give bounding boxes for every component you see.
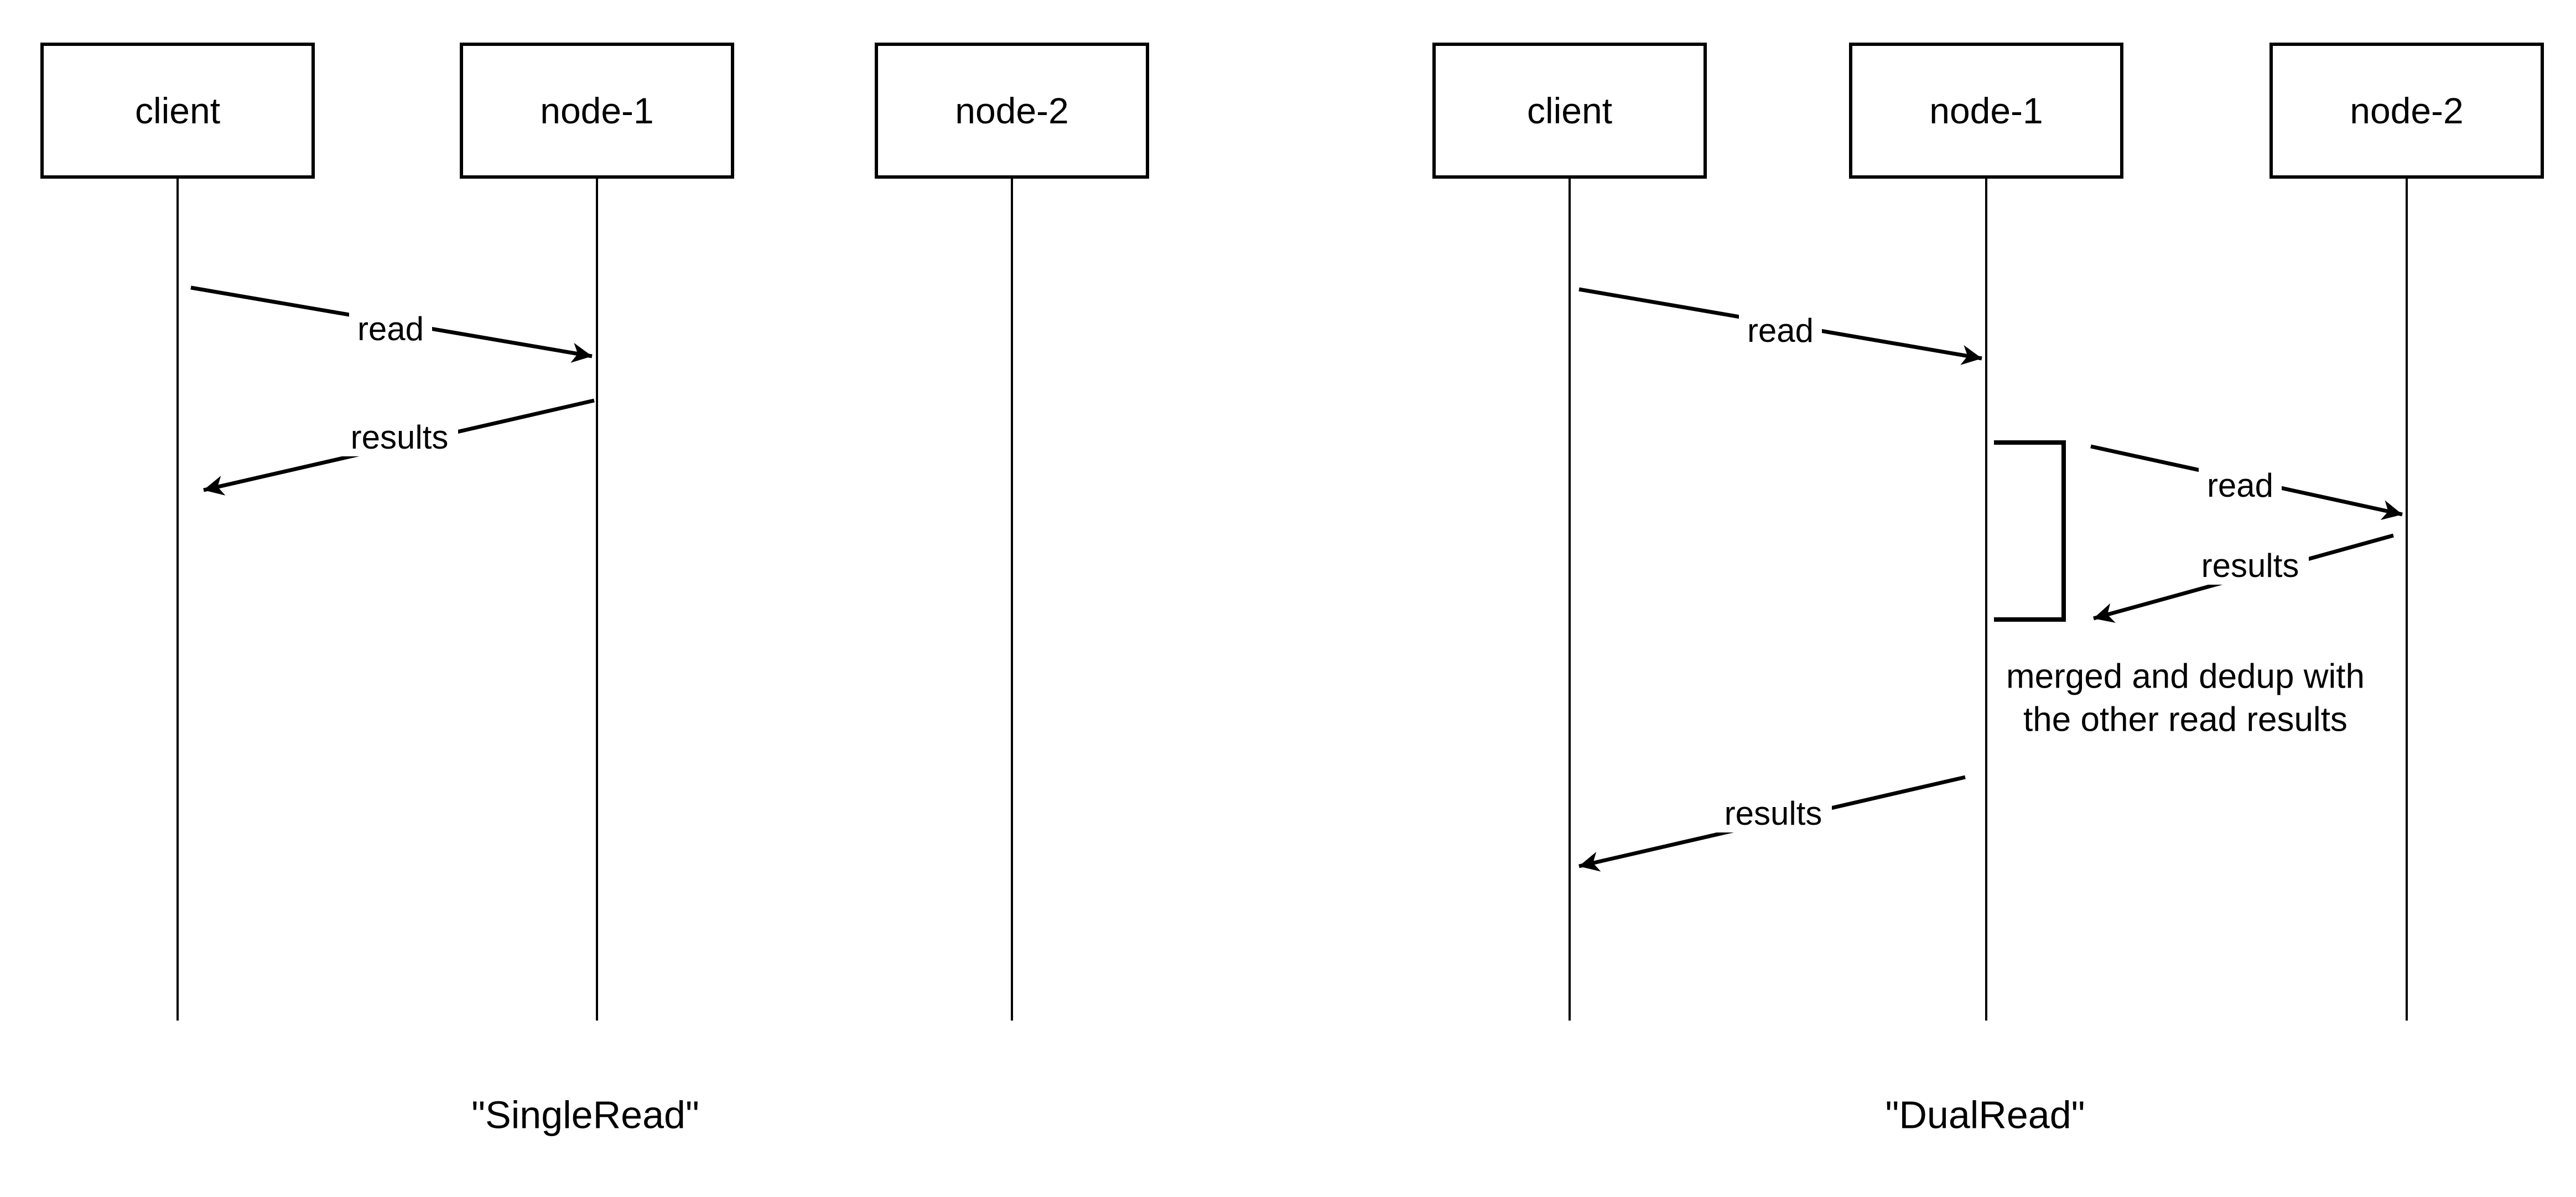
diagram-caption-dualread: "DualRead" <box>1885 1094 2085 1137</box>
actor-label-client: client <box>1527 90 1612 131</box>
diagram-singleread: client node-1 node-2 read results "Singl… <box>40 43 1149 1137</box>
actor-box-node-1 <box>460 43 734 179</box>
actor-box-node-1 <box>1849 43 2123 179</box>
note-merged-dedup-line2: the other read results <box>2023 701 2348 739</box>
actor-label-node-2: node-2 <box>2350 90 2464 131</box>
message-label-read: read <box>1747 312 1814 349</box>
diagram-caption-singleread: "SingleRead" <box>471 1094 699 1137</box>
diagram-dualread: client node-1 node-2 read read results m… <box>1432 43 2544 1137</box>
note-merged-dedup-line1: merged and dedup with <box>2006 658 2365 696</box>
actor-box-node-2 <box>2269 43 2544 179</box>
message-label-background <box>2199 466 2282 504</box>
message-label-background <box>2191 546 2309 585</box>
actor-box-node-2 <box>875 43 1149 179</box>
message-label-read: read <box>2207 467 2273 504</box>
message-label-background <box>1715 794 1832 832</box>
message-label-background <box>341 418 458 456</box>
actor-label-client: client <box>135 90 220 131</box>
message-label-results: results <box>351 419 449 456</box>
message-label-read: read <box>357 310 424 347</box>
actor-box-client <box>40 43 315 179</box>
message-label-results: results <box>2201 547 2299 584</box>
message-label-results: results <box>1725 795 1822 832</box>
actor-label-node-2: node-2 <box>955 90 1069 131</box>
message-label-background <box>1739 311 1822 350</box>
activation-bracket <box>1994 440 2066 622</box>
actor-label-node-1: node-1 <box>1929 90 2043 131</box>
actor-box-client <box>1432 43 1707 179</box>
message-label-background <box>349 309 432 348</box>
actor-label-node-1: node-1 <box>540 90 654 131</box>
